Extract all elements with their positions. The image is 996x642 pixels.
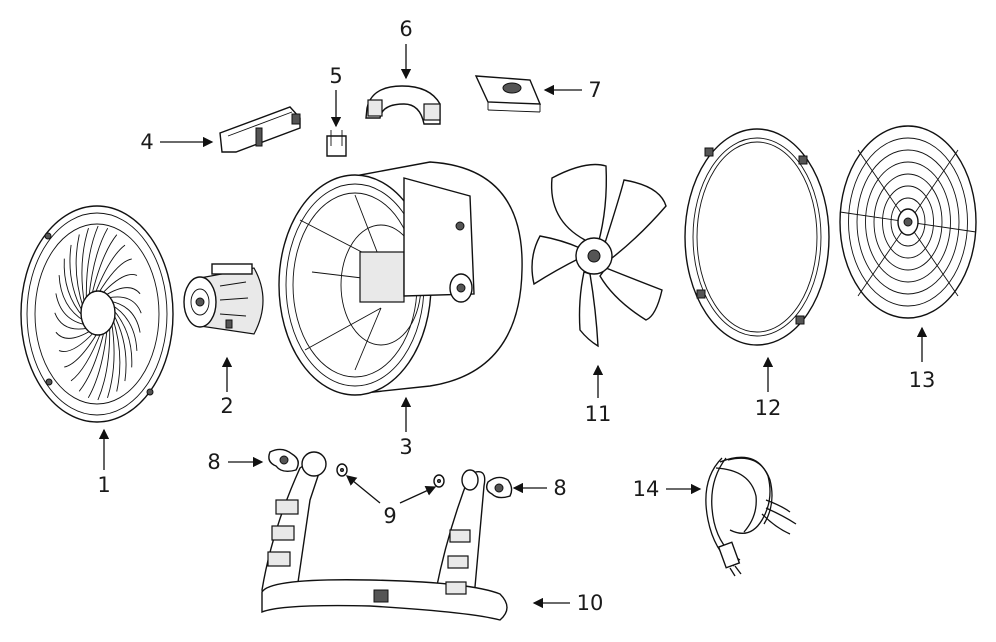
grille-vane [91, 234, 118, 297]
grille-vane [85, 225, 99, 302]
grille-vane [58, 331, 96, 352]
callout-8-left: 8 [207, 450, 220, 474]
grille-vane [111, 317, 121, 392]
part-rear-guard [839, 125, 977, 319]
part-ring [684, 128, 830, 346]
part-handle [365, 85, 441, 125]
guard-wire-ring [890, 197, 926, 247]
grille-vane [112, 312, 127, 382]
callout-6: 6 [399, 17, 412, 41]
grille-vane [97, 324, 111, 401]
grille-vane [55, 329, 92, 339]
callout-14: 14 [633, 477, 660, 501]
grille-vane [104, 287, 141, 297]
grille-vane [107, 321, 115, 399]
callout-9: 9 [383, 504, 396, 528]
guard-wire-ring [865, 161, 951, 283]
part-clip [326, 130, 347, 157]
leader-lines [98, 44, 928, 609]
grille-vane [75, 234, 85, 309]
part-washers [336, 463, 445, 488]
callout-1: 1 [97, 473, 110, 497]
leader-9-left [345, 475, 381, 504]
part-power-cord [705, 456, 797, 577]
callout-5: 5 [329, 64, 342, 88]
part-bracket [219, 106, 301, 153]
part-front-grille [20, 205, 174, 423]
grille-vane [100, 274, 138, 295]
leader-9-right [399, 486, 437, 504]
grille-vane [69, 244, 84, 314]
callout-11: 11 [585, 402, 612, 426]
guard-wire-ring [882, 185, 934, 259]
guard-wire-ring [856, 149, 960, 295]
part-knob-left [268, 448, 299, 473]
part-switch-box [474, 75, 542, 113]
grille-vane [78, 329, 105, 392]
grille-vane [94, 244, 126, 295]
grille-vane [54, 312, 89, 330]
callout-13: 13 [909, 368, 936, 392]
guard-wire-ring [848, 137, 968, 307]
callout-2: 2 [220, 394, 233, 418]
grille-vane [97, 258, 132, 295]
grille-vane [55, 293, 87, 326]
grille-vane [87, 327, 108, 399]
grille-vane [70, 331, 102, 382]
guard-wire-ring [873, 173, 943, 271]
grille-vane [112, 308, 133, 368]
part-motor [183, 263, 264, 335]
callout-3: 3 [399, 435, 412, 459]
callout-4: 4 [140, 130, 153, 154]
grille-vane [81, 227, 89, 305]
callout-10: 10 [577, 591, 604, 615]
grille-vane [64, 331, 99, 368]
part-housing [278, 161, 523, 396]
callout-8-right: 8 [553, 476, 566, 500]
part-knob-right [485, 476, 513, 499]
grille-vane [63, 258, 84, 318]
grille-vane [109, 300, 141, 333]
grille-vane [88, 227, 109, 299]
callout-7: 7 [588, 78, 601, 102]
grille-vane [107, 296, 142, 314]
part-base-stand [261, 451, 508, 621]
callout-labels: 1 2 3 4 5 6 7 8 8 9 10 11 12 13 14 [97, 17, 935, 615]
callout-12: 12 [755, 396, 782, 420]
part-fan-blade [531, 163, 667, 348]
